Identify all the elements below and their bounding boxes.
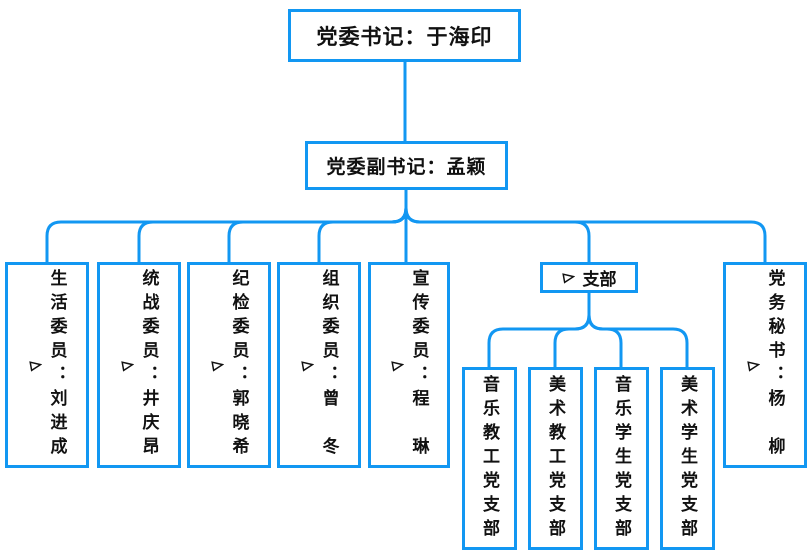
node-life-committee-member-label: 生活委员：刘进成: [47, 269, 67, 461]
arrowhead-right-icon: [28, 360, 42, 372]
node-united-front-committee-member-label: 统战委员：井庆昂: [139, 269, 159, 461]
node-publicity-committee-member-label: 宣传委员：程 琳: [409, 269, 429, 461]
connector-deputy-branch: [404, 190, 591, 262]
node-deputy-secretary-label: 党委副书记：孟颖: [326, 157, 487, 178]
connector-deputy-member-2: [137, 190, 408, 262]
node-deputy-secretary[interactable]: 党委副书记：孟颖: [305, 141, 508, 190]
arrowhead-right-icon: [390, 360, 404, 372]
connector-deputy-member-6: [404, 190, 767, 262]
connector-branch-sub-3: [587, 293, 623, 367]
node-music-student-branch-label: 音乐学生党支部: [612, 374, 631, 543]
connector-branch-sub-4: [587, 293, 689, 367]
arrowhead-right-icon: [561, 273, 575, 284]
node-art-student-branch[interactable]: 美术学生党支部: [660, 367, 715, 550]
connector-branch-sub-1: [487, 293, 591, 367]
node-life-committee-member[interactable]: 生活委员：刘进成: [5, 262, 89, 468]
connector-deputy-member-4: [317, 190, 408, 262]
arrowhead-right-icon: [746, 360, 760, 372]
node-art-student-branch-label: 美术学生党支部: [678, 374, 697, 543]
connector-deputy-member-1: [45, 190, 408, 262]
node-discipline-committee-member[interactable]: 纪检委员：郭晓希: [187, 262, 271, 468]
connector-deputy-member-3: [227, 190, 408, 262]
node-publicity-committee-member[interactable]: 宣传委员：程 琳: [368, 262, 450, 468]
node-party-affairs-secretary-label: 党务秘书：杨 柳: [765, 269, 785, 461]
node-united-front-committee-member[interactable]: 统战委员：井庆昂: [97, 262, 181, 468]
arrowhead-right-icon: [120, 360, 134, 372]
node-music-student-branch[interactable]: 音乐学生党支部: [594, 367, 649, 550]
node-discipline-committee-member-label: 纪检委员：郭晓希: [229, 269, 249, 461]
node-party-affairs-secretary[interactable]: 党务秘书：杨 柳: [723, 262, 807, 468]
node-art-faculty-branch[interactable]: 美术教工党支部: [528, 367, 583, 550]
node-art-faculty-branch-label: 美术教工党支部: [546, 374, 565, 543]
arrowhead-right-icon: [300, 360, 314, 372]
connector-branch-sub-2: [553, 293, 591, 367]
node-organization-committee-member[interactable]: 组织委员：曾 冬: [277, 262, 361, 468]
node-branch-label: 支部: [582, 270, 617, 289]
node-party-secretary-label: 党委书记：于海印: [316, 25, 493, 49]
node-party-secretary[interactable]: 党委书记：于海印: [288, 9, 521, 62]
arrowhead-right-icon: [210, 360, 224, 372]
node-music-faculty-branch-label: 音乐教工党支部: [480, 374, 499, 543]
node-organization-committee-member-label: 组织委员：曾 冬: [319, 269, 339, 461]
node-branch[interactable]: 支部: [540, 262, 638, 293]
node-music-faculty-branch[interactable]: 音乐教工党支部: [462, 367, 517, 550]
